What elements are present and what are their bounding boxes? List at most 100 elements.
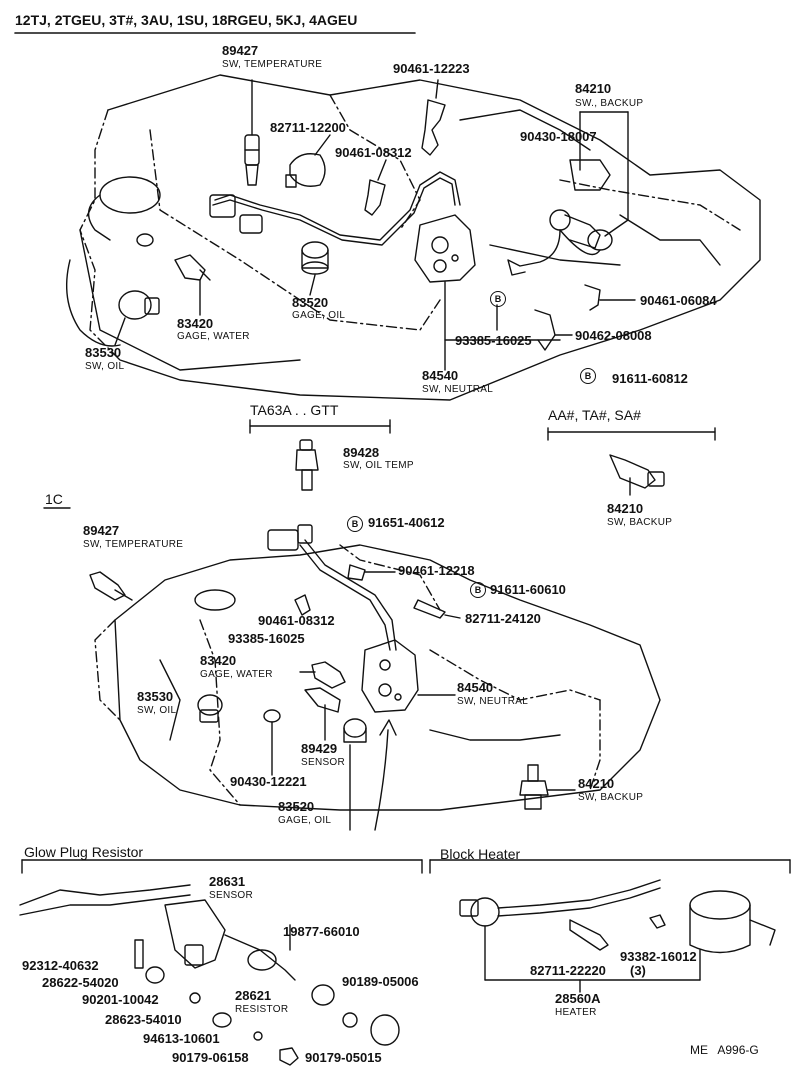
- glow-90179-06158: 90179-06158: [172, 1050, 249, 1065]
- top-82711-12200-clamp: [285, 134, 331, 188]
- glow-28631-desc: SENSOR: [209, 890, 254, 901]
- aa-84210-desc: SW, BACKUP: [607, 517, 673, 528]
- c1-89429-desc: SENSOR: [301, 757, 346, 768]
- c1-82711-24120: 82711-24120: [465, 611, 541, 626]
- c1-83420-water-gage: [299, 661, 346, 689]
- c1-93385-16025: 93385-16025: [228, 631, 305, 646]
- top-90461-08312: 90461-08312: [335, 145, 412, 160]
- ta63a-bracket: [249, 419, 391, 434]
- c1-83420-pn: 83420: [200, 653, 237, 668]
- c1-90461-08312-clip: [294, 594, 311, 616]
- top-89427-temp-switch: [244, 79, 260, 186]
- top-84210-desc: SW., BACKUP: [575, 98, 644, 109]
- top-82711-12200: 82711-12200: [270, 120, 346, 135]
- aa-bracket: [547, 427, 716, 441]
- block-82711-22220: 82711-22220: [530, 963, 606, 978]
- footer-code: ME A996-G: [690, 1043, 759, 1057]
- glow-28623-54010: 28623-54010: [105, 1012, 182, 1027]
- c1-84540-neutral-switch: [361, 639, 456, 713]
- top-83420-water-gage: [174, 254, 211, 316]
- block-28560a-pn: 28560A: [555, 991, 601, 1006]
- top-84540-pn: 84540: [422, 368, 459, 383]
- glow-90179-05015: 90179-05015: [305, 1050, 382, 1065]
- c1-82711-24120-clamp: [413, 599, 461, 619]
- section-1c: 1C: [45, 491, 63, 507]
- c1-90430-12221: 90430-12221: [230, 774, 307, 789]
- top-89427-desc: SW, TEMPERATURE: [222, 59, 323, 70]
- glow-28631-pn: 28631: [209, 874, 246, 889]
- glow-28621-desc: RESISTOR: [235, 1004, 289, 1015]
- c1-83420-desc: GAGE, WATER: [200, 669, 273, 680]
- glow-box: [21, 859, 423, 874]
- top-90461-08312-clip: [364, 159, 387, 216]
- top-90430-18007: 90430-18007: [520, 129, 597, 144]
- aa-84210-backup-switch: [609, 454, 665, 496]
- c1-90461-12218: 90461-12218: [398, 563, 475, 578]
- c1-83520-desc: GAGE, OIL: [278, 815, 332, 826]
- c1-91611-60610: 91611-60610: [490, 582, 566, 597]
- top-90461-12223-clamp: [421, 79, 446, 156]
- section-glow: Glow Plug Resistor: [24, 844, 144, 860]
- c1-90461-08312: 90461-08312: [258, 613, 335, 628]
- section-aa: AA#, TA#, SA#: [548, 407, 641, 423]
- top-84210-pn: 84210: [575, 81, 612, 96]
- top-b-mark-1: B: [490, 291, 506, 307]
- c1-84210-desc: SW, BACKUP: [578, 792, 644, 803]
- c1-83530-oil-switch: [197, 694, 223, 723]
- top-83530-oil-switch: [114, 290, 160, 346]
- glow-94613-10601: 94613-10601: [143, 1031, 220, 1046]
- c1-89427-temp-switch: [89, 571, 133, 601]
- c1-b-mark-2: B: [470, 582, 486, 598]
- block-box: [429, 859, 791, 874]
- top-83520-oil-gage: [301, 241, 329, 296]
- ta-89428-desc: SW, OIL TEMP: [343, 460, 414, 471]
- section-block: Block Heater: [440, 846, 521, 862]
- top-93385-16025: 93385-16025: [455, 333, 532, 348]
- section-ta63a: TA63A . . GTT: [250, 402, 339, 418]
- block-parts: [459, 879, 776, 993]
- glow-parts: [19, 884, 400, 1066]
- glow-92312-40632: 92312-40632: [22, 958, 99, 973]
- header-title: 12TJ, 2TGEU, 3T#, 3AU, 1SU, 18RGEU, 5KJ,…: [15, 12, 358, 28]
- top-84210-backup-switch: [507, 111, 629, 276]
- c1-83520-pn: 83520: [278, 799, 315, 814]
- c1-83520-oil-gage: [343, 718, 367, 831]
- top-90462-08008: 90462-08008: [575, 328, 652, 343]
- c1-84210-backup-switch: [519, 764, 576, 810]
- top-84540-desc: SW, NEUTRAL: [422, 384, 494, 395]
- c1-90461-12218-clip: [347, 564, 396, 581]
- top-83420-desc: GAGE, WATER: [177, 331, 250, 342]
- glow-28621-pn: 28621: [235, 988, 272, 1003]
- top-harness: [209, 171, 461, 246]
- aa-84210-pn: 84210: [607, 501, 644, 516]
- top-83530-pn: 83530: [85, 345, 122, 360]
- ta-89428-oil-temp-switch: [295, 439, 319, 491]
- c1-89427-desc: SW, TEMPERATURE: [83, 539, 184, 550]
- c1-b-mark-1: B: [347, 516, 363, 532]
- top-83520-pn: 83520: [292, 295, 329, 310]
- top-90461-12223: 90461-12223: [393, 61, 470, 76]
- c1-89427-pn: 89427: [83, 523, 120, 538]
- c1-90430-12221-washer: [263, 709, 281, 776]
- c1-engine-outline: [94, 544, 661, 811]
- block-28560a-desc: HEATER: [555, 1007, 597, 1018]
- top-83420-pn: 83420: [177, 316, 214, 331]
- glow-28622-54020: 28622-54020: [42, 975, 119, 990]
- top-91611-60812: 91611-60812: [612, 371, 688, 386]
- top-90461-06084: 90461-06084: [640, 293, 717, 308]
- c1-84210-pn: 84210: [578, 776, 615, 791]
- c1-arrow: [374, 719, 397, 831]
- c1-83530-pn: 83530: [137, 689, 174, 704]
- c1-harness: [267, 524, 397, 651]
- ta-89428-pn: 89428: [343, 445, 380, 460]
- block-82711-22220-qty: (3): [630, 963, 646, 978]
- top-90462-08008-clamp: [534, 309, 573, 351]
- c1-89429-sensor: [304, 687, 341, 741]
- c1-84540-desc: SW, NEUTRAL: [457, 696, 529, 707]
- c1-84540-pn: 84540: [457, 680, 494, 695]
- c1-91651-40612: 91651-40612: [368, 515, 445, 530]
- block-93382-16012: 93382-16012: [620, 949, 697, 964]
- top-b-mark-2: B: [580, 368, 596, 384]
- top-90461-06084-clamp: [584, 284, 636, 311]
